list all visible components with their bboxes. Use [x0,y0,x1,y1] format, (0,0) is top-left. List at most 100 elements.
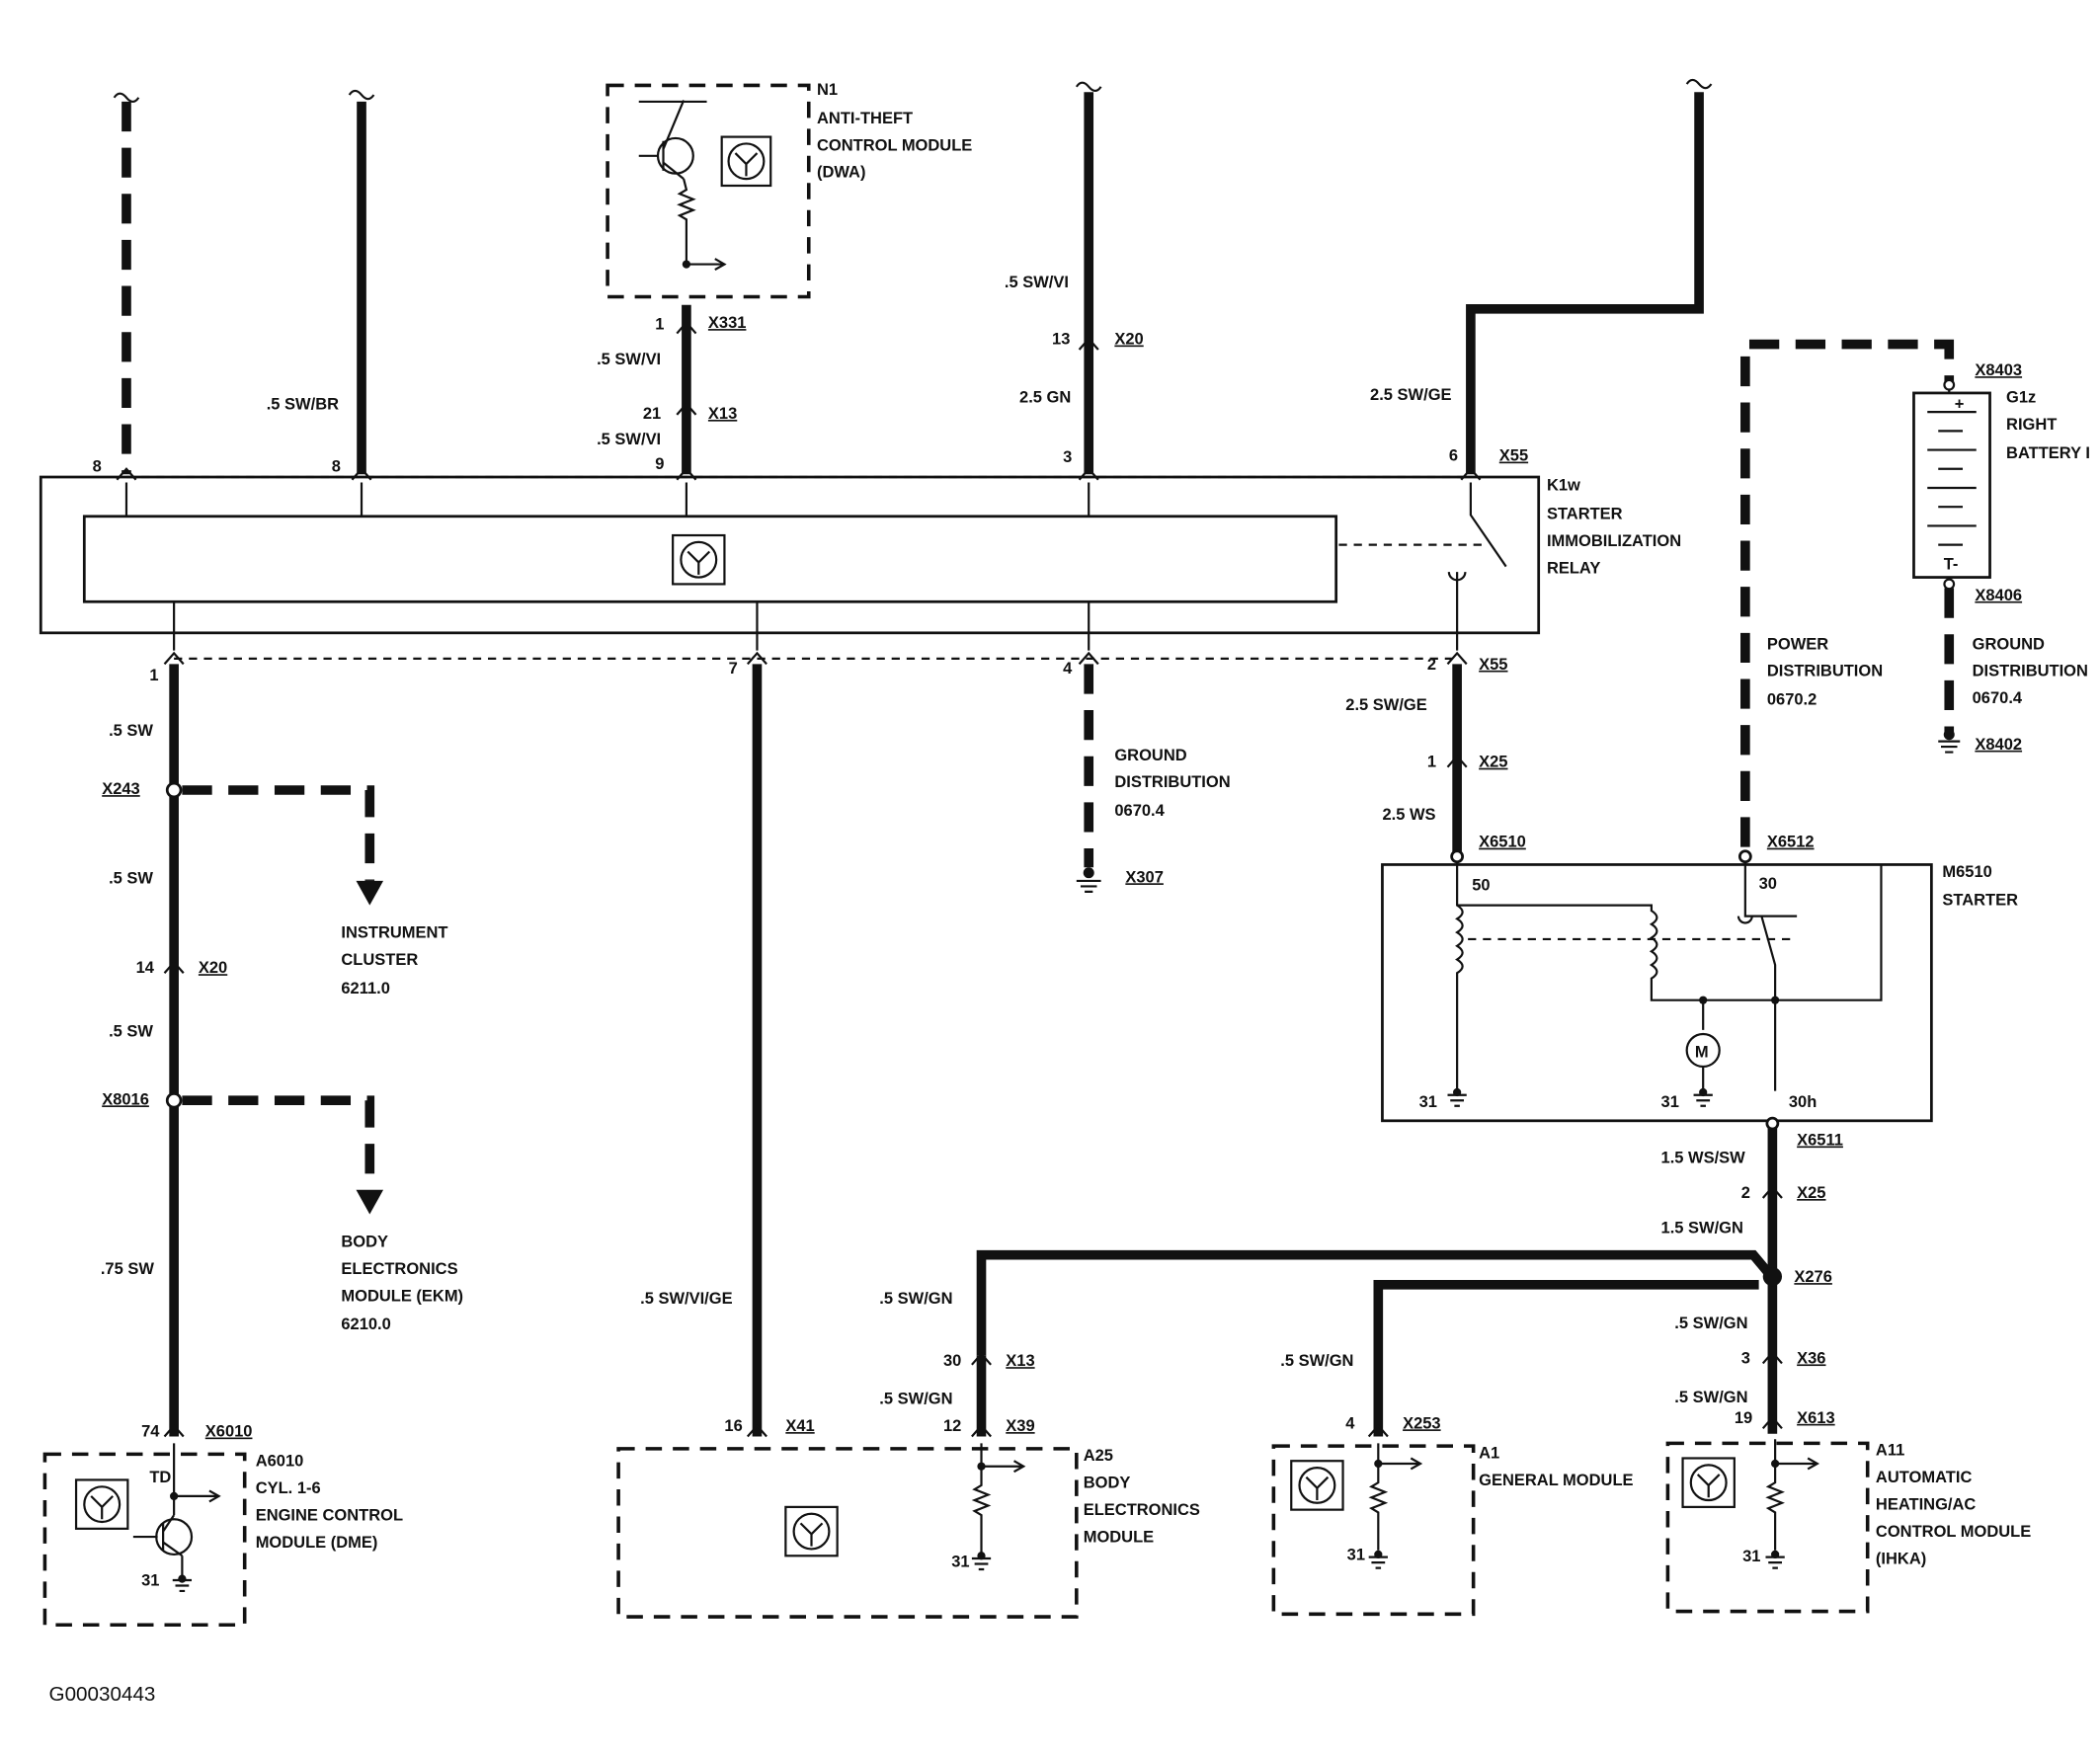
gnd-mid-line3: 0670.4 [1114,802,1165,820]
break-mark [1075,81,1102,93]
conn-x331: X331 [708,314,747,332]
a6010-dme-module: TD 31 A6010 CYL. 1-6 ENGINE CONTROL MODU… [42,1443,403,1628]
power-dist-line1: POWER [1767,635,1828,653]
a25-body-module: .5 SW/GN 30 X13 .5 SW/GN 12 X39 31 A25 B… [616,1249,1771,1619]
g1z-line2: BATTERY I [2006,444,2090,462]
pin-top-8b: 8 [332,458,341,476]
a1-ref: A1 [1479,1445,1499,1463]
wire-label-swgn-r1: .5 SW/GN [1674,1315,1747,1332]
pin-r2: 2 [1741,1184,1750,1202]
pin-top-9: 9 [655,455,664,473]
n1-line1: ANTI-THEFT [817,110,913,127]
ground-mid: GROUND DISTRIBUTION 0670.4 X307 [1076,664,1231,894]
gnd-right-line2: DISTRIBUTION [1973,663,2088,680]
pin-bot-1: 1 [149,667,158,684]
conn-x41: X41 [785,1417,814,1435]
a11-line3: CONTROL MODULE [1876,1523,2031,1541]
left-chain: .5 SW X243 .5 SW 14 X20 .5 SW X8016 .75 … [101,664,463,1441]
wire-label-swge-top: 2.5 SW/GE [1370,386,1451,404]
m6510-line1: STARTER [1942,892,2018,910]
a11-line1: AUTOMATIC [1876,1469,1973,1486]
pin-st-31b: 31 [1661,1093,1679,1111]
pin-r19: 19 [1735,1409,1752,1427]
wire-label-sw-2: .5 SW [109,870,153,888]
wire-label-swgn-a1: .5 SW/GN [1280,1352,1353,1370]
wire-label-sw-1: .5 SW [109,722,153,740]
wire-label-n1-a: .5 SW/VI [597,351,661,368]
g1z-line1: RIGHT [2006,416,2057,434]
wire-label-swgn-a25b: .5 SW/GN [879,1391,952,1408]
break-mark [1685,78,1713,90]
gnd-right-line1: GROUND [1973,635,2045,653]
wire-label-wssw: 1.5 WS/SW [1661,1149,1746,1166]
conn-x243: X243 [102,780,140,798]
n1-anti-theft-module: N1 ANTI-THEFT CONTROL MODULE (DWA) [606,81,972,299]
a11-ref: A11 [1876,1442,1904,1460]
gnd-mid-line1: GROUND [1114,747,1186,764]
conn-x13-bot: X13 [1006,1352,1034,1370]
wire-label-sw-3: .5 SW [109,1023,153,1041]
conn-x8403: X8403 [1975,361,2022,379]
a1-line1: GENERAL MODULE [1479,1472,1633,1489]
wire-label-sw-br: .5 SW/BR [267,395,339,413]
wire-label-swvige: .5 SW/VI/GE [640,1290,732,1308]
power-dist-line2: DISTRIBUTION [1767,663,1883,680]
a25-line1: BODY [1084,1475,1131,1492]
pin-12: 12 [943,1417,961,1435]
ground-icon [1076,879,1101,894]
conn-x55-top: X55 [1499,447,1528,465]
k1w-line2: IMMOBILIZATION [1547,532,1681,550]
battery-plus: + [1955,395,1965,413]
a11-line2: HEATING/AC [1876,1496,1976,1514]
conn-x20-top: X20 [1114,331,1143,349]
instrument-line2: CLUSTER [341,951,418,969]
a6010-ref: A6010 [256,1453,304,1471]
ekm-line1: BODY [341,1233,388,1250]
ground-icon [1938,740,1961,754]
gnd-mid-line2: DISTRIBUTION [1114,773,1230,791]
wire-label-swge-bot: 2.5 SW/GE [1345,696,1426,714]
pin-bot-4: 4 [1063,660,1073,678]
conn-x6510: X6510 [1479,834,1526,851]
conn-x39: X39 [1006,1417,1034,1435]
a1-general-module: .5 SW/GN 4 X253 31 A1 GENERAL MODULE [1271,1280,1759,1617]
right-lower-chain: X6511 1.5 WS/SW 2 X25 1.5 SW/GN X276 .5 … [1661,1116,1843,1434]
pin-a11-31: 31 [1742,1548,1760,1565]
break-mark [113,92,140,103]
pin-bot-7: 7 [729,660,738,678]
wire-label-swgn-r2: .5 SW/GN [1674,1389,1747,1406]
a25-line2: ELECTRONICS [1084,1501,1200,1519]
battery-minus: T- [1944,555,1959,573]
connector-chevron [676,320,697,335]
a11-ihka-module: 31 A11 AUTOMATIC HEATING/AC CONTROL MODU… [1665,1439,2031,1614]
power-dist-line3: 0670.2 [1767,691,1817,709]
break-mark [348,89,375,101]
conn-x8016: X8016 [102,1090,149,1108]
ecu-icon [672,533,726,586]
ekm-line4: 6210.0 [341,1316,390,1333]
pin-30: 30 [943,1352,961,1370]
conn-x307: X307 [1125,868,1164,886]
ecu-icon [1290,1460,1344,1511]
m6510-ref: M6510 [1942,863,1991,881]
conn-x20-left: X20 [199,959,227,977]
pin-16: 16 [724,1417,742,1435]
instrument-line3: 6211.0 [341,980,390,997]
pin-dme-31: 31 [141,1571,159,1589]
ecu-icon [1681,1457,1736,1508]
pin-top-3: 3 [1063,448,1072,466]
ekm-line3: MODULE (EKM) [341,1287,463,1305]
pin-bot-2: 2 [1427,656,1436,674]
k1w-ref: K1w [1547,477,1580,495]
k1w-line1: STARTER [1547,506,1623,523]
pin-st-50: 50 [1472,877,1490,895]
conn-x25-mid: X25 [1479,754,1507,771]
m6510-starter: M 50 30 31 31 30h M6510 STARTER [1381,861,2018,1123]
conn-x8406: X8406 [1975,587,2022,604]
pin-td: TD [149,1469,171,1486]
a6010-line1: CYL. 1-6 [256,1479,321,1497]
conn-x36: X36 [1797,1349,1825,1367]
pin-a1-4: 4 [1345,1414,1355,1432]
pin-r3: 3 [1741,1349,1750,1367]
